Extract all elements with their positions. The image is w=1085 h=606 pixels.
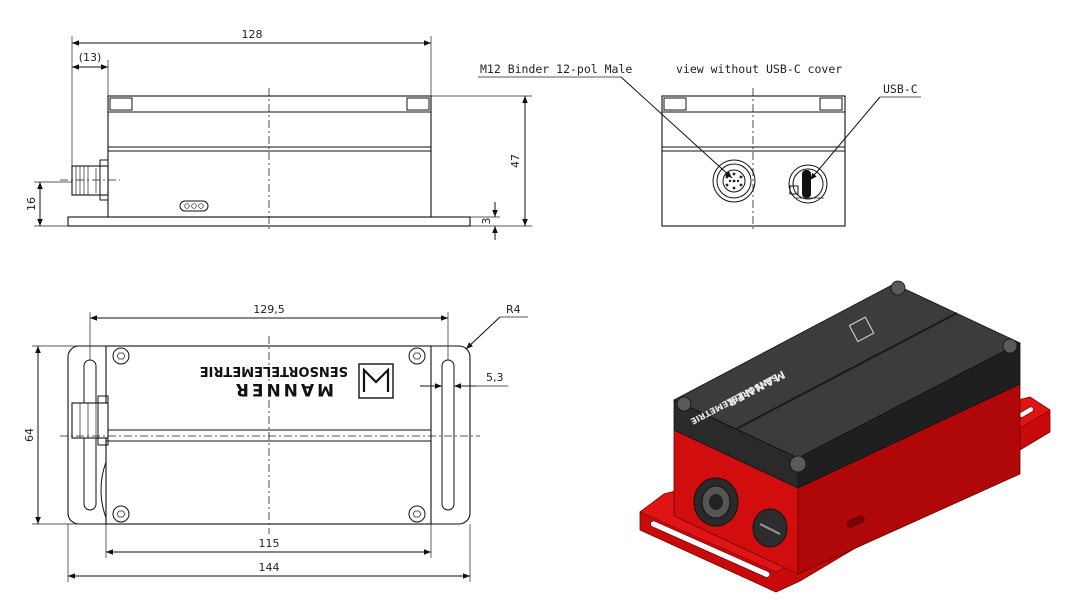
dim-top-body-length: 115 [259, 537, 280, 550]
dim-top-hole-spacing: 129,5 [253, 303, 285, 316]
dim-top-slot-width: 5,3 [486, 371, 504, 384]
dim-side-offset: (13) [79, 51, 102, 64]
brand-name-line2: SENSORTELEMETRIE [200, 363, 348, 378]
iso-connector [693, 477, 739, 527]
label-connector: M12 Binder 12-pol Male [480, 62, 632, 76]
top-view: MANNER SENSORTELEMETRIE 129,5 R4 5,3 64 … [23, 303, 528, 582]
dim-top-total-length: 144 [259, 561, 280, 574]
dim-top-width: 64 [23, 428, 36, 442]
side-connector [71, 159, 109, 201]
dim-side-height: 47 [509, 154, 522, 168]
dim-side-connector-height: 16 [25, 197, 38, 211]
iso-render: MANNER SENSORTELEMETRIE [639, 280, 1051, 593]
front-view: M12 Binder 12-pol Male view without USB-… [478, 62, 921, 232]
label-usb: USB-C [883, 82, 918, 96]
dim-side-flange: 3 [480, 218, 493, 225]
brand-name-line1: MANNER [233, 379, 334, 399]
iso-usb-cap [752, 508, 788, 548]
label-view-note: view without USB-C cover [676, 62, 842, 76]
brand-logo: MANNER SENSORTELEMETRIE [200, 363, 394, 399]
dim-side-length: 128 [242, 28, 263, 41]
dim-top-radius: R4 [506, 303, 521, 316]
side-view: 128 (13) 16 47 3 [25, 28, 532, 240]
top-screws [112, 347, 426, 523]
usb-c-port [788, 164, 828, 204]
